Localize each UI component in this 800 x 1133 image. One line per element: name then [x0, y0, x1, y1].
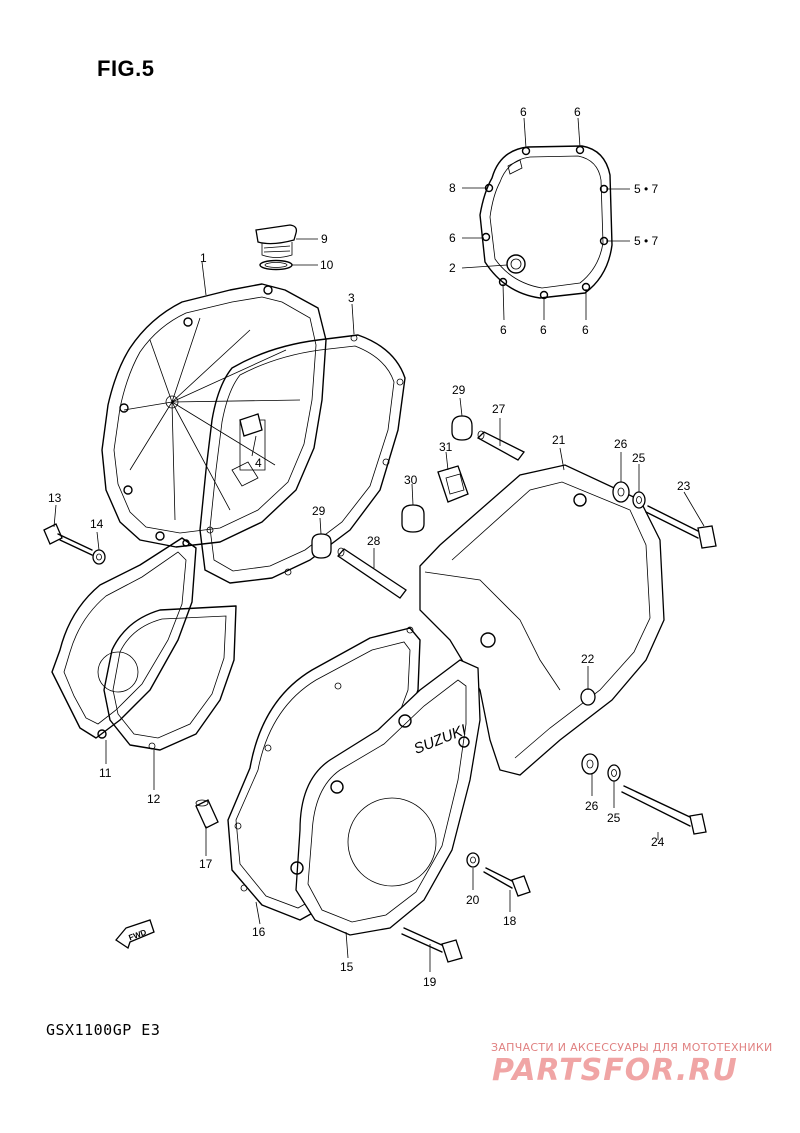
- callout-16: 16: [252, 925, 266, 939]
- leader-lines: [53, 117, 705, 972]
- part-19-bolt: [401, 927, 463, 963]
- forward-arrow-icon: FWD: [115, 919, 155, 950]
- callout-1: 1: [200, 251, 207, 265]
- part-13-bolt: [43, 523, 93, 556]
- callout-31: 31: [439, 440, 453, 454]
- part-25b-washer: [607, 764, 621, 782]
- watermark-caption: ЗАПЧАСТИ И АКСЕССУАРЫ ДЛЯ МОТОТЕХНИКИ: [491, 1041, 773, 1054]
- callout-14: 14: [90, 517, 104, 531]
- part-11-starter-cover: [51, 537, 197, 739]
- callout-20: 20: [466, 893, 480, 907]
- part-3-clutch-gasket: [199, 334, 406, 584]
- part-26b-grommet: [581, 753, 599, 775]
- callout-6-bottom-left: 6: [500, 323, 507, 337]
- callout-18: 18: [503, 914, 517, 928]
- callout-27: 27: [492, 402, 506, 416]
- part-18-bolt: [483, 867, 531, 897]
- callout-29-upper: 29: [452, 383, 466, 397]
- callout-29-lower: 29: [312, 504, 326, 518]
- part-24-bolt: [621, 785, 707, 835]
- part-30-grommet: [401, 504, 425, 533]
- part-17-dowel: [195, 799, 219, 829]
- callout-5-7-lower: 5 • 7: [634, 234, 659, 248]
- part-9-filler-cap: [255, 224, 298, 258]
- part-29b-grommet: [311, 533, 332, 559]
- watermark-logo: PARTSFOR.RU: [492, 1053, 738, 1088]
- part-23-bolt: [645, 505, 717, 549]
- callout-6-left: 6: [449, 231, 456, 245]
- callout-9: 9: [321, 232, 328, 246]
- part-20-washer: [466, 852, 480, 868]
- part-25a-washer: [632, 491, 646, 509]
- part-28-pipe: [337, 547, 407, 599]
- part-31-clamp: [437, 465, 469, 503]
- callout-22: 22: [581, 652, 595, 666]
- callout-26-upper: 26: [614, 437, 628, 451]
- callout-6-bottom-right: 6: [582, 323, 589, 337]
- part-15-generator-cover: SUZUKI: [290, 659, 481, 936]
- callout-24: 24: [651, 835, 665, 849]
- callout-6-top-right: 6: [574, 105, 581, 119]
- part-2-inspection-cover: [479, 145, 613, 300]
- callout-28: 28: [367, 534, 381, 548]
- callout-4: 4: [255, 456, 262, 470]
- callout-12: 12: [147, 792, 161, 806]
- part-10-o-ring: [259, 259, 293, 271]
- part-12-starter-gasket: [103, 605, 237, 751]
- callout-21: 21: [552, 433, 566, 447]
- model-code: GSX1100GP E3: [46, 1021, 161, 1039]
- callout-23: 23: [677, 479, 691, 493]
- callout-30: 30: [404, 473, 418, 487]
- callout-26-lower: 26: [585, 799, 599, 813]
- callout-17: 17: [199, 857, 213, 871]
- callout-25-upper: 25: [632, 451, 646, 465]
- callout-5-7-upper: 5 • 7: [634, 182, 659, 196]
- part-14-washer: [92, 549, 106, 565]
- callout-10: 10: [320, 258, 334, 272]
- part-22-plug: [580, 688, 596, 706]
- figure-title: FIG.5: [97, 56, 155, 81]
- part-1-clutch-cover: [101, 283, 327, 548]
- callout-15: 15: [340, 960, 354, 974]
- part-27-pipe: [476, 430, 525, 461]
- callout-13: 13: [48, 491, 62, 505]
- callout-labels: 1 2 3 4 6 6 6 6 6 6 5 • 7 5 • 7 8 9 10 1…: [48, 105, 691, 989]
- callout-8: 8: [449, 181, 456, 195]
- callout-25-lower: 25: [607, 811, 621, 825]
- callout-11: 11: [99, 766, 112, 780]
- callout-19: 19: [423, 975, 437, 989]
- part-4-dowel: [231, 413, 263, 487]
- callout-3: 3: [348, 291, 355, 305]
- callout-2: 2: [449, 261, 456, 275]
- callout-6-bottom-mid: 6: [540, 323, 547, 337]
- part-26a-grommet: [612, 481, 630, 503]
- part-29a-grommet: [451, 415, 473, 441]
- callout-6-top-left: 6: [520, 105, 527, 119]
